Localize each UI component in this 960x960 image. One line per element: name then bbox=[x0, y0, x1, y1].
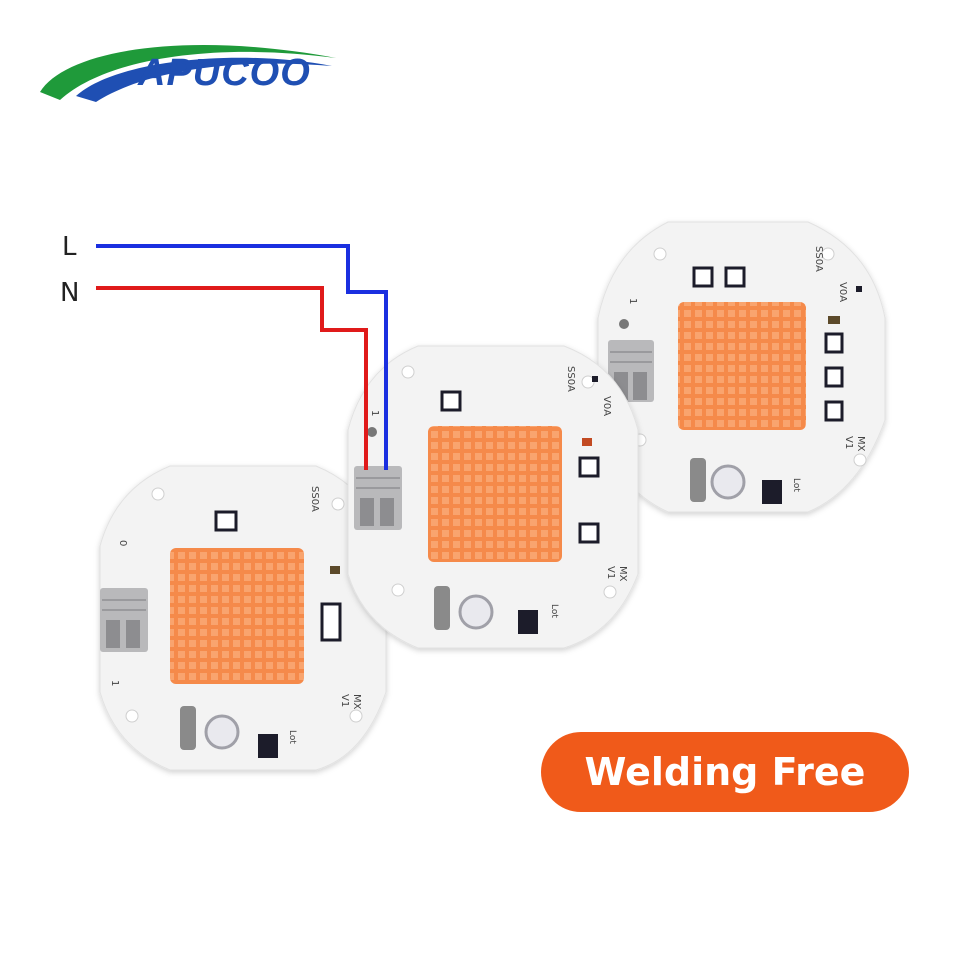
smd-pad bbox=[440, 390, 462, 412]
chip-component bbox=[320, 602, 342, 642]
mount-hole bbox=[349, 709, 363, 723]
left-led-module: SS0A MX V1 1 0 Lot bbox=[99, 465, 387, 771]
wire-connector bbox=[354, 466, 402, 530]
test-point bbox=[619, 319, 629, 329]
mount-hole bbox=[391, 583, 405, 597]
neutral-wire-label: N bbox=[60, 278, 80, 308]
marker-square bbox=[856, 286, 862, 292]
smd-pad bbox=[692, 266, 714, 288]
resistor bbox=[582, 438, 592, 446]
pcb-mark: 1 bbox=[369, 410, 380, 416]
pcb-mark: Lot bbox=[791, 478, 801, 492]
wire-connector bbox=[100, 588, 148, 652]
test-point bbox=[367, 427, 377, 437]
pcb-mark: 1 bbox=[109, 680, 120, 686]
pcb-mark: V1 bbox=[605, 566, 616, 579]
pcb-mark: MX bbox=[351, 694, 362, 710]
marker-square bbox=[592, 376, 598, 382]
pcb-mark: 0 bbox=[117, 540, 128, 546]
center-led-module: SS0A V0A MX V1 1 Lot bbox=[347, 345, 639, 649]
pcb-mark: V1 bbox=[843, 436, 854, 449]
mount-hole bbox=[151, 487, 165, 501]
live-wire-label: L bbox=[62, 232, 77, 262]
chip-component bbox=[824, 332, 844, 354]
right-led-module: SS0A V0A MX V1 1 Lot bbox=[597, 221, 886, 513]
pcb-mark: V0A bbox=[601, 396, 612, 416]
led-array bbox=[428, 426, 562, 562]
resistor bbox=[330, 566, 340, 574]
live-wire bbox=[96, 244, 388, 470]
driver-ic bbox=[518, 610, 538, 634]
resistor bbox=[828, 316, 840, 324]
electrolytic-capacitor bbox=[710, 464, 746, 500]
chip-component bbox=[824, 400, 844, 422]
chip-component bbox=[578, 522, 600, 544]
smd-pad bbox=[214, 510, 238, 532]
led-array bbox=[678, 302, 806, 430]
led-array bbox=[170, 548, 304, 684]
pcb-mark: Lot bbox=[549, 604, 559, 618]
driver-ic bbox=[762, 480, 782, 504]
swoosh-blue-icon bbox=[76, 57, 332, 102]
mount-hole bbox=[603, 585, 617, 599]
wire-connector bbox=[608, 340, 654, 402]
pcb-mark: V0A bbox=[837, 282, 848, 302]
brand-logo bbox=[40, 45, 336, 102]
brand-name: APUCOO bbox=[138, 52, 311, 94]
pcb-mark: MX bbox=[855, 436, 866, 452]
varistor bbox=[180, 706, 196, 750]
pcb-mark: SS0A bbox=[565, 366, 576, 392]
smd-pad bbox=[724, 266, 746, 288]
badge-label: Welding Free bbox=[584, 750, 866, 794]
pcb-mark: SS0A bbox=[309, 486, 320, 512]
chip-component bbox=[824, 366, 844, 388]
pcb-mark: 1 bbox=[627, 298, 638, 304]
mount-hole bbox=[821, 247, 835, 261]
mount-hole bbox=[401, 365, 415, 379]
electrolytic-capacitor bbox=[204, 714, 240, 750]
pcb-mark: SS0A bbox=[813, 246, 824, 272]
pcb-mark: MX bbox=[617, 566, 628, 582]
mount-hole bbox=[331, 497, 345, 511]
mount-hole bbox=[125, 709, 139, 723]
electrolytic-capacitor bbox=[458, 594, 494, 630]
chip-component bbox=[578, 456, 600, 478]
neutral-wire bbox=[96, 286, 368, 470]
varistor bbox=[690, 458, 706, 502]
mount-hole bbox=[653, 247, 667, 261]
welding-free-badge: Welding Free bbox=[541, 732, 909, 812]
driver-ic bbox=[258, 734, 278, 758]
swoosh-green-icon bbox=[40, 45, 336, 100]
varistor bbox=[434, 586, 450, 630]
pcb-mark: Lot bbox=[287, 730, 297, 744]
mount-hole bbox=[853, 453, 867, 467]
pcb-mark: V1 bbox=[339, 694, 350, 707]
